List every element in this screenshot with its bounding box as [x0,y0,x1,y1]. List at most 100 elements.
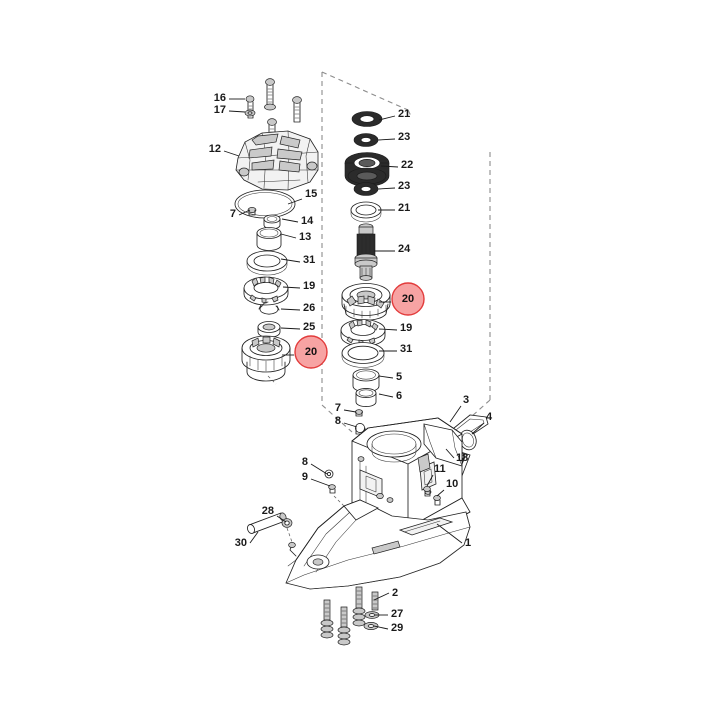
callout-19[interactable]: 19 [282,280,315,292]
callout-label-4: 4 [486,411,493,423]
part-23-o-ring-lower [353,182,379,196]
callout-30[interactable]: 30 [235,531,259,549]
callout-23[interactable]: 23 [377,131,410,143]
callout-label-22: 22 [401,159,413,171]
part-23-o-ring-upper [353,133,379,147]
leader-line-18 [445,448,455,459]
leader-line-1 [436,523,463,544]
leader-line-30 [249,531,259,544]
callout-28[interactable]: 28 [262,505,287,523]
callout-31[interactable]: 31 [379,343,412,355]
leader-line-19 [378,328,398,331]
callout-label-21: 21 [398,108,410,120]
leader-line-17 [228,110,246,113]
callout-27[interactable]: 27 [375,608,403,620]
dashed-group-boundary [321,71,491,435]
callout-10[interactable]: 10 [436,478,458,497]
bolt-upper-b [264,78,276,111]
callout-13[interactable]: 13 [280,231,311,243]
callout-9[interactable]: 9 [302,471,331,487]
callout-17[interactable]: 17 [214,104,246,116]
fastener-group-bottom [320,586,380,646]
bolt-bottom-midleft [337,606,351,646]
callout-31[interactable]: 31 [280,254,315,266]
callout-26[interactable]: 26 [280,302,315,314]
callout-7[interactable]: 7 [230,208,251,220]
callout-8[interactable]: 8 [335,415,358,428]
part-6-bushing [355,387,377,408]
part-21-seal-lower [350,201,382,223]
part-20-gear-assembly-left [241,335,291,385]
part-20-gear-assembly-right [341,283,391,321]
part-19-bearing-right [340,319,386,347]
callout-label-24: 24 [398,243,411,255]
leader-line-22 [380,165,399,168]
part-25-seal [257,321,281,338]
leader-line-11 [426,474,434,487]
highlight-circle-20-right [391,282,425,316]
callout-2[interactable]: 2 [373,587,398,601]
callout-23[interactable]: 23 [377,180,410,192]
callout-label-26: 26 [303,302,315,314]
callout-label-5: 5 [396,371,402,383]
nut-29 [363,622,379,630]
callout-label-12: 12 [209,143,221,155]
callout-24[interactable]: 24 [374,243,411,255]
callout-4[interactable]: 4 [471,411,493,435]
part-22-bearing-assembly [344,152,390,187]
callout-5[interactable]: 5 [378,371,402,383]
part-19-bearing-left [243,276,289,306]
callout-19[interactable]: 19 [378,322,412,334]
callout-7[interactable]: 7 [335,402,357,414]
bolt-2 [371,591,379,611]
callout-label-28: 28 [262,505,274,517]
part-24-pinion-shaft [354,223,378,281]
leader-line-12 [223,150,240,157]
callout-label-11: 11 [434,463,446,475]
bolt-bottom-left [320,599,334,639]
leader-line-15 [287,198,303,205]
leader-line-19 [282,286,301,289]
callout-label-19: 19 [303,280,315,292]
part-8-washer-left [324,469,334,479]
part-14-spacer [263,214,281,230]
callout-18[interactable]: 18 [445,448,468,464]
part-13-bearing-cup [256,227,282,251]
callout-label-10: 10 [446,478,458,490]
callout-label-31: 31 [303,254,315,266]
callout-6[interactable]: 6 [378,390,402,402]
callout-16[interactable]: 16 [214,92,245,104]
callout-1[interactable]: 1 [436,523,471,549]
part-12-upper-cover [235,130,319,191]
part-26-retaining-ring [258,301,280,315]
bolt-upper-c [292,96,302,123]
callout-12[interactable]: 12 [209,143,240,157]
bolt-bottom-center [352,586,366,627]
leader-line-8 [310,463,328,475]
callout-29[interactable]: 29 [373,622,403,634]
part-31-shim-left [246,250,288,276]
leader-line-23 [377,138,396,141]
callout-label-18: 18 [456,452,468,464]
callout-20[interactable]: 20 [379,293,414,305]
callout-label-3: 3 [463,394,469,406]
callout-3[interactable]: 3 [449,394,469,423]
callout-label-23: 23 [398,131,410,143]
callout-21[interactable]: 21 [378,108,410,121]
callout-21[interactable]: 21 [378,202,410,214]
leader-line-4 [471,422,485,435]
callout-label-20: 20 [305,346,317,358]
callout-14[interactable]: 14 [281,215,314,227]
callout-20[interactable]: 20 [282,346,317,358]
callout-label-6: 6 [396,390,402,402]
callout-11[interactable]: 11 [426,463,446,487]
callout-15[interactable]: 15 [287,188,317,205]
callout-8[interactable]: 8 [302,456,328,475]
callout-22[interactable]: 22 [380,159,413,171]
part-15-o-ring [234,189,296,219]
callout-label-30: 30 [235,537,247,549]
leader-line-10 [436,489,445,497]
callout-25[interactable]: 25 [280,321,315,333]
callout-label-2: 2 [392,587,398,599]
leader-line-23 [377,187,396,190]
